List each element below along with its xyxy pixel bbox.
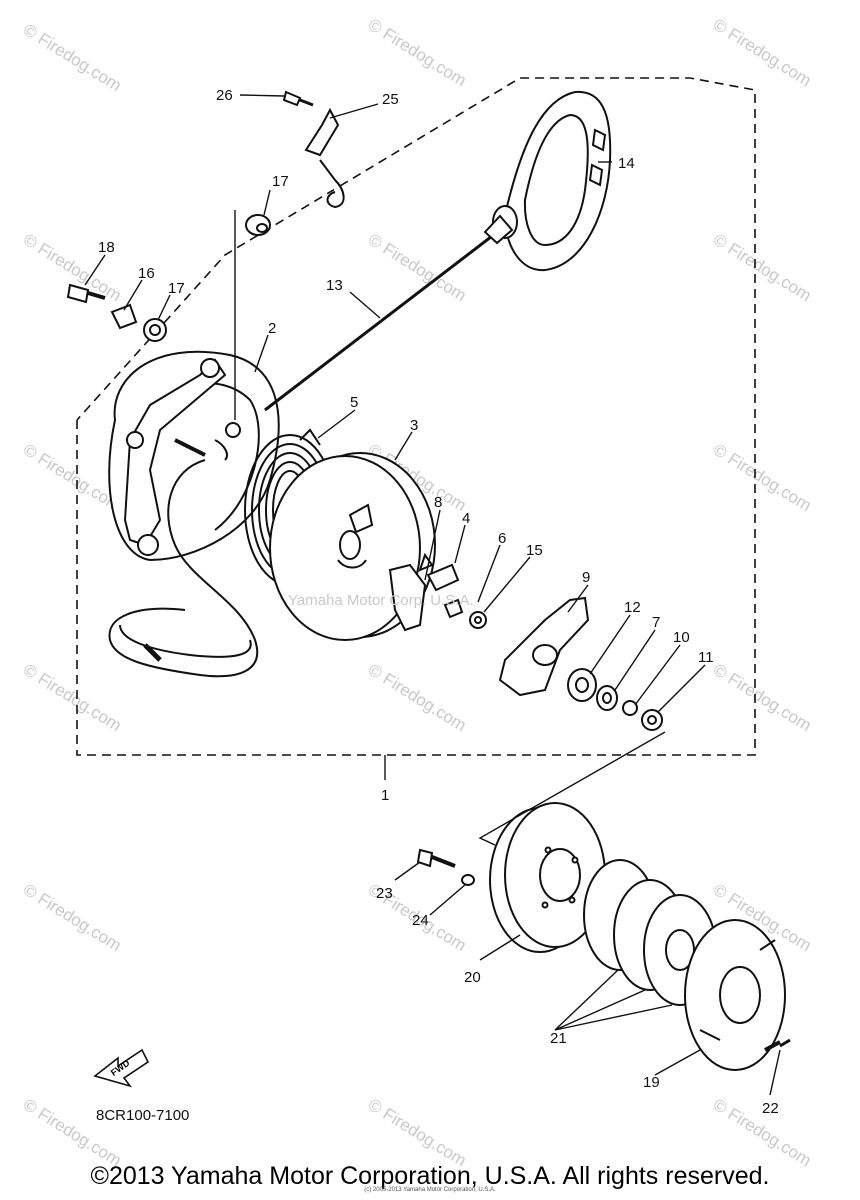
label-3: 3 [410,417,418,434]
label-8: 8 [434,494,442,511]
label-11: 11 [698,649,714,666]
spring-washer [443,598,487,629]
copyright-notice: ©2013 Yamaha Motor Corporation, U.S.A. A… [90,1162,770,1190]
label-23: 23 [376,885,393,902]
label-24: 24 [412,912,429,929]
label-20: 20 [464,969,481,986]
small-copyright-notice: (c) 2005-2013 Yamaha Motor Corporation, … [364,1187,496,1193]
friction-plate [498,596,590,697]
label-7: 7 [652,614,660,631]
guide-bracket [282,90,345,209]
label-22: 22 [762,1100,779,1117]
assembly-boundary [76,77,756,756]
leader-lines [84,94,781,1096]
label-26: 26 [216,87,233,104]
label-19: 19 [643,1074,660,1091]
label-21: 21 [550,1030,567,1047]
fasteners [416,848,791,1052]
inline-watermark: Yamaha Motor Corp. U.S.A. [288,592,474,609]
label-1: 1 [381,787,389,804]
starter-rope [264,228,501,412]
label-4: 4 [462,510,470,527]
starter-rope-coil [108,459,258,678]
label-16: 16 [138,265,155,282]
label-5: 5 [350,394,358,411]
label-6: 6 [498,530,506,547]
damper-plates [583,859,717,1006]
label-12: 12 [624,599,641,616]
starter-cover [108,350,280,562]
label-9: 9 [582,569,590,586]
diagram-code: 8CR100-7100 [96,1107,189,1124]
fwd-arrow-icon: FWD [93,1048,150,1088]
part-labels: 26 25 17 14 18 16 17 13 2 5 3 8 4 6 15 9… [98,87,779,1117]
label-13: 13 [326,277,343,294]
starter-handle [483,90,612,272]
label-18: 18 [98,239,115,256]
washer-stack [567,668,663,731]
label-17-top: 17 [272,173,289,190]
label-10: 10 [673,629,690,646]
starter-pulley [489,802,606,953]
label-25: 25 [382,91,399,108]
bolt-collar-group [66,283,167,342]
collar-17-upper [245,214,271,236]
label-14: 14 [618,155,635,172]
drive-pawl [388,552,460,632]
label-2: 2 [268,320,276,337]
label-15: 15 [526,542,543,559]
label-17-left: 17 [168,280,185,297]
cover-plate [684,919,786,1071]
